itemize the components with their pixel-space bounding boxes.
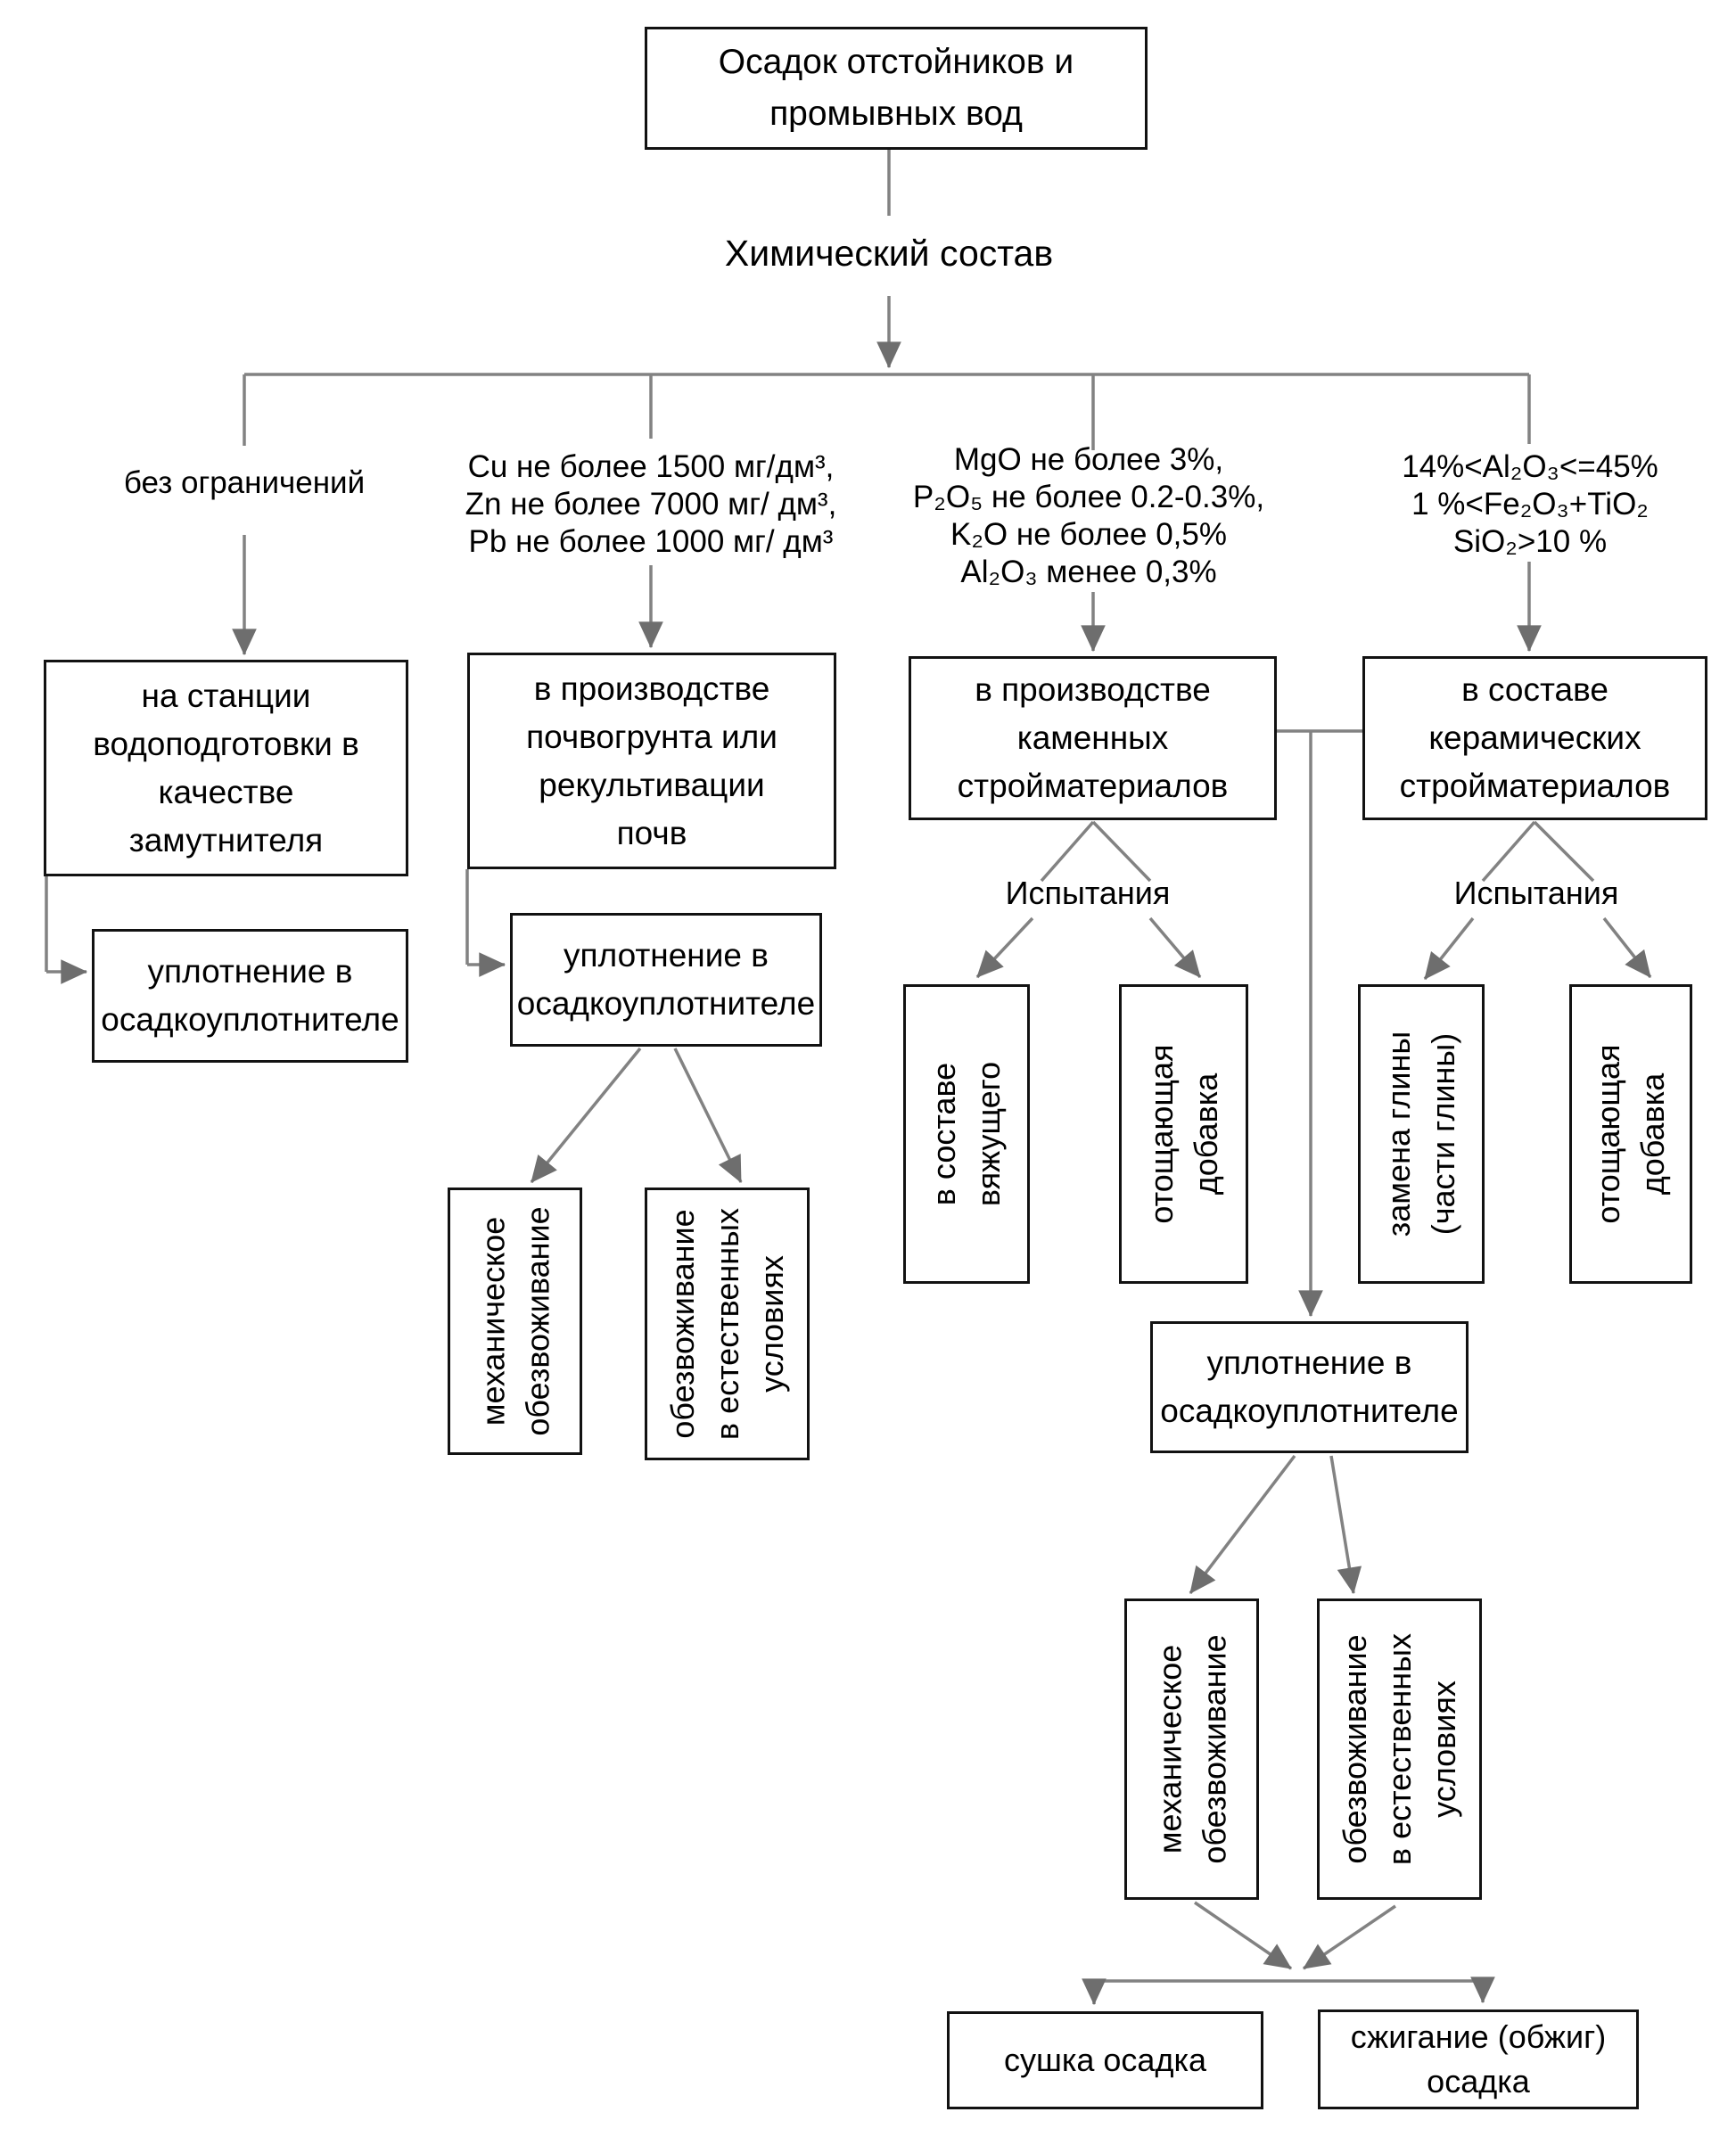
node-clay-replacement-text: замена глины(части глины) xyxy=(1380,1031,1461,1237)
connector-stone-caret-left xyxy=(1040,820,1095,883)
arrow-tests1-to-lean1 xyxy=(1148,916,1202,979)
chemical-composition-label: Химический состав xyxy=(724,233,1054,274)
condition-oxides-stone: MgO не более 3%,P₂O₅ не более 0.2-0.3%,K… xyxy=(912,442,1265,589)
node-sludge-burning: сжигание (обжиг)осадка xyxy=(1318,2009,1639,2109)
tests-label-ceramic: Испытания xyxy=(1453,875,1619,911)
node-sludge-drying-text: сушка осадка xyxy=(1003,2042,1207,2078)
arrow-compact3-to-mech2 xyxy=(1189,1454,1296,1595)
arrow-compact3-to-natural2 xyxy=(1329,1455,1362,1595)
arrow-natural2-converge xyxy=(1303,1904,1396,1970)
connector-ceramic-caret-right xyxy=(1533,820,1595,883)
arrow-mech2-converge xyxy=(1194,1901,1292,1970)
arrow-tests2-to-clay xyxy=(1423,916,1475,981)
connector-stone-caret-right xyxy=(1091,820,1152,883)
node-clay-replacement: замена глины(части глины) xyxy=(1358,984,1485,1284)
condition-no-limits: без ограничений xyxy=(123,465,366,500)
arrow-tests2-to-lean2 xyxy=(1602,916,1652,979)
arrow-compact2-to-mech1 xyxy=(530,1047,642,1184)
condition-metals: Cu не более 1500 мг/дм³,Zn не более 7000… xyxy=(465,449,837,559)
arrow-compact2-to-natural1 xyxy=(673,1048,743,1183)
tests-label-stone: Испытания xyxy=(1005,875,1171,911)
arrow-tests1-to-binder xyxy=(975,916,1034,979)
node-sludge-drying: сушка осадка xyxy=(947,2011,1263,2109)
connector-ceramic-caret-left xyxy=(1481,820,1536,883)
node-sludge-burning-text: сжигание (обжиг)осадка xyxy=(1350,2018,1607,2100)
